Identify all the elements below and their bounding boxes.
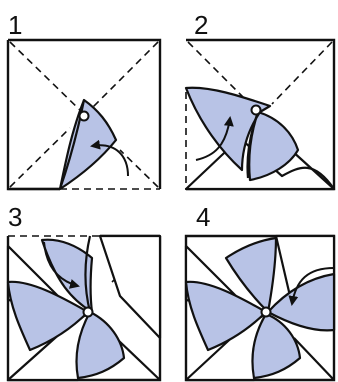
step-1-panel: 1 xyxy=(6,10,162,191)
step-1-flap xyxy=(58,98,118,191)
step-2-flap-lower xyxy=(248,110,300,182)
step-2-fold-arrow xyxy=(195,116,234,161)
step-3-fold-line xyxy=(117,339,161,381)
step-2-crease-diagonal xyxy=(271,41,333,105)
step-4-fold-arrow xyxy=(288,267,335,306)
step-1-fold-line xyxy=(58,99,86,190)
step-1-pin-point xyxy=(78,110,90,122)
step-1-label: 1 xyxy=(8,10,22,40)
step-4-flap xyxy=(251,312,302,380)
step-3-pin-point xyxy=(82,306,94,318)
step-1-paper-edge xyxy=(8,38,162,189)
step-3-panel: 3 xyxy=(6,202,162,382)
step-3-base-flap xyxy=(98,234,162,340)
step-4-flap xyxy=(224,236,278,314)
step-2-label: 2 xyxy=(194,10,208,40)
step-3-flap xyxy=(75,310,126,380)
step-1-crease-diagonal xyxy=(9,127,71,188)
step-4-pin-point xyxy=(260,306,272,318)
step-4-flap xyxy=(266,272,336,332)
step-3-flap xyxy=(6,280,90,352)
step-3-fold-line xyxy=(84,235,92,313)
step-4-label: 4 xyxy=(196,202,210,232)
step-4-fold-line xyxy=(293,337,335,381)
step-1-crease-diagonal xyxy=(9,41,83,113)
step-1-crease-diagonal xyxy=(89,41,159,111)
step-3-label: 3 xyxy=(8,202,22,232)
step-2-pin-point xyxy=(250,104,262,116)
step-3-flap xyxy=(40,238,94,314)
step-4-panel: 4 xyxy=(184,202,336,382)
step-1-fold-arrow xyxy=(90,139,129,177)
step-2-fold-line xyxy=(246,111,260,179)
step-2-panel: 2 xyxy=(184,10,336,191)
step-1-paper-edge-left xyxy=(6,40,60,191)
step-3-fold-arrow xyxy=(43,241,80,289)
step-1-crease-diagonal xyxy=(119,149,159,188)
step-4-flap xyxy=(184,280,268,352)
